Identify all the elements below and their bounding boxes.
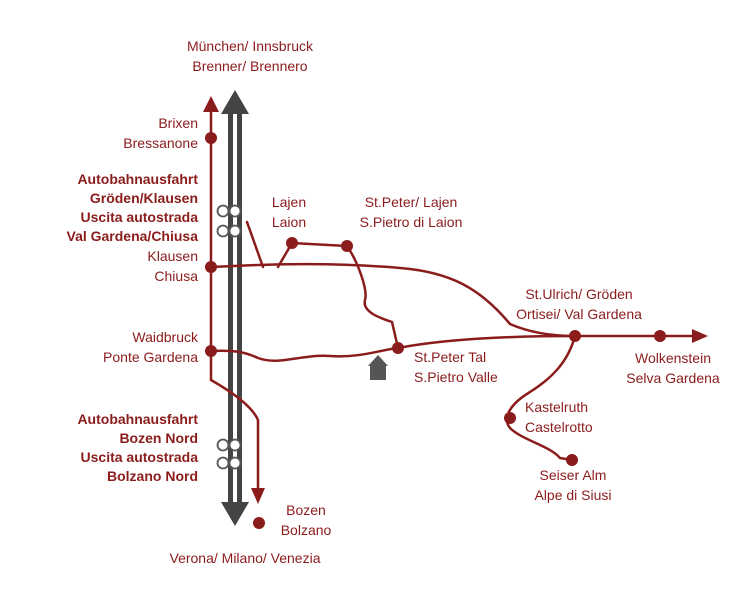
town-dot-ulrich [569,330,581,342]
label-north-line2: Brenner/ Brennero [192,58,308,74]
label-lajen: Lajen Laion [254,192,324,232]
town-markers [205,132,666,529]
label-stpeter-lajen-line2: S.Pietro di Laion [359,214,463,230]
label-north-line1: München/ Innsbruck [186,38,314,54]
highway-arrow-north [221,90,249,114]
road-arrow-north [203,96,219,112]
roads [209,108,698,494]
label-exit-south-line3: Uscita autostrada [80,449,198,465]
label-lajen-line1: Lajen [271,194,307,210]
road-waidbruck-valley [209,334,577,362]
road-kastelruth-seiser [505,334,577,462]
town-dot-klausen [205,261,217,273]
label-exit-north-line4: Val Gardena/Chiusa [66,228,199,244]
label-brixen: Brixen Bressanone [96,113,198,153]
road-exit-klausen [245,220,265,269]
house-icon [368,355,388,380]
label-brixen-line1: Brixen [158,115,198,131]
road-arrow-south [251,488,265,504]
label-exit-north-line2: Gröden/Klausen [89,190,198,206]
label-wolkenstein-line2: Selva Gardena [626,370,720,386]
town-dot-kastelruth [504,412,516,424]
town-dot-seiser [566,454,578,466]
label-stpetertal-line2: S.Pietro Valle [414,369,498,385]
label-stpetertal-line1: St.Peter Tal [414,349,487,365]
label-exit-south-line2: Bozen Nord [119,430,198,446]
label-lajen-line2: Laion [271,214,307,230]
town-dot-brixen [205,132,217,144]
label-seiser-line2: Alpe di Siusi [534,487,612,503]
label-exit-north-line3: Uscita autostrada [80,209,198,225]
label-kastelruth-line1: Kastelruth [525,399,589,415]
road-klausen-ulrich [209,262,577,338]
label-north: München/ Innsbruck Brenner/ Brennero [160,36,340,76]
label-klausen-line2: Chiusa [154,268,198,284]
town-dot-stpeter-tal [392,342,404,354]
label-exit-south-line1: Autobahnausfahrt [77,411,198,427]
label-bozen-line1: Bozen [286,502,326,518]
cloverleaf-interchange-icon [216,204,242,238]
town-dot-stpeter-lajen [341,240,353,252]
label-waidbruck-line2: Ponte Gardena [103,349,198,365]
label-seiser-line1: Seiser Alm [539,467,607,483]
label-south: Verona/ Milano/ Venezia [140,548,350,568]
label-seiser: Seiser Alm Alpe di Siusi [516,465,630,505]
label-klausen: Klausen Chiusa [96,246,198,286]
label-wolkenstein: Wolkenstein Selva Gardena [610,348,736,388]
label-stpeter-lajen: St.Peter/ Lajen S.Pietro di Laion [336,192,486,232]
label-klausen-line1: Klausen [147,248,198,264]
label-ulrich-line2: Ortisei/ Val Gardena [516,306,642,322]
label-waidbruck-line1: Waidbruck [132,329,198,345]
label-waidbruck: Waidbruck Ponte Gardena [60,327,198,367]
label-bozen: Bozen Bolzano [266,500,346,540]
label-kastelruth-line2: Castelrotto [525,419,593,435]
road-bozen [209,378,260,494]
label-kastelruth: Kastelruth Castelrotto [525,397,635,437]
label-brixen-line2: Bressanone [123,135,198,151]
label-exit-north: Autobahnausfahrt Gröden/Klausen Uscita a… [20,170,199,246]
label-ulrich: St.Ulrich/ Gröden Ortisei/ Val Gardena [498,284,660,324]
label-exit-south-line4: Bolzano Nord [107,468,198,484]
label-exit-north-line1: Autobahnausfahrt [77,171,198,187]
label-wolkenstein-line1: Wolkenstein [634,350,711,366]
label-exit-south: Autobahnausfahrt Bozen Nord Uscita autos… [20,410,198,486]
cloverleaf-interchange-icon [216,438,242,470]
town-dot-lajen [286,237,298,249]
highway-arrow-south [221,502,249,526]
road-arrow-east [692,329,708,343]
label-stpeter-lajen-line1: St.Peter/ Lajen [364,194,458,210]
label-bozen-line2: Bolzano [280,522,332,538]
label-stpeter-tal: St.Peter Tal S.Pietro Valle [414,347,534,387]
label-south-line1: Verona/ Milano/ Venezia [169,550,321,566]
label-ulrich-line1: St.Ulrich/ Gröden [525,286,633,302]
town-dot-bozen [253,517,265,529]
town-dot-wolkenstein [654,330,666,342]
road-stpeter-tal [345,244,400,350]
town-dot-waidbruck [205,345,217,357]
